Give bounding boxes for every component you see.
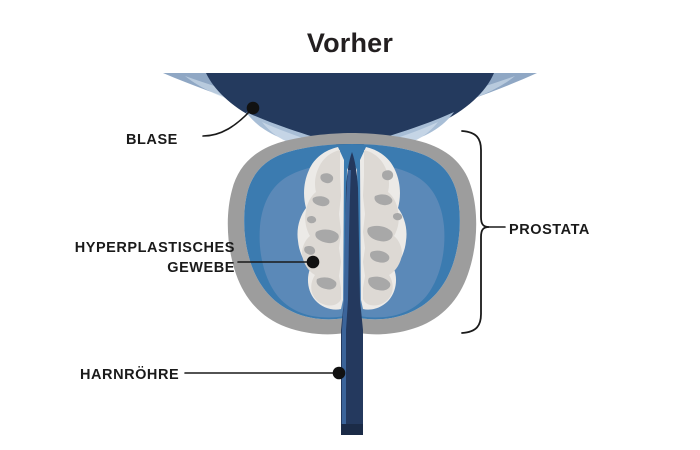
- leader-line-bladder: [202, 109, 252, 137]
- urethra-group: [341, 152, 363, 435]
- hyperplastic-texture-left: [304, 173, 339, 290]
- label-urethra: HARNRÖHRE: [80, 367, 180, 383]
- label-bladder: BLASE: [126, 132, 178, 148]
- prostate-group: [227, 133, 477, 335]
- figure-title: Vorher: [306, 28, 394, 58]
- annotation-dots: [246, 101, 346, 380]
- dot-bladder: [246, 101, 260, 115]
- bladder-lumen: [206, 73, 494, 160]
- urethra-highlight: [342, 170, 351, 432]
- urethra-tip-shadow: [341, 424, 363, 435]
- label-prostate: PROSTATA: [509, 222, 590, 238]
- hyperplastic-texture-right: [367, 170, 403, 291]
- dot-hyperplastic-tissue: [306, 255, 320, 269]
- label-hyperplastic-tissue: HYPERPLASTISCHES GEWEBE: [74, 240, 235, 276]
- annotation-leaders: [184, 109, 506, 374]
- dot-urethra: [332, 366, 346, 380]
